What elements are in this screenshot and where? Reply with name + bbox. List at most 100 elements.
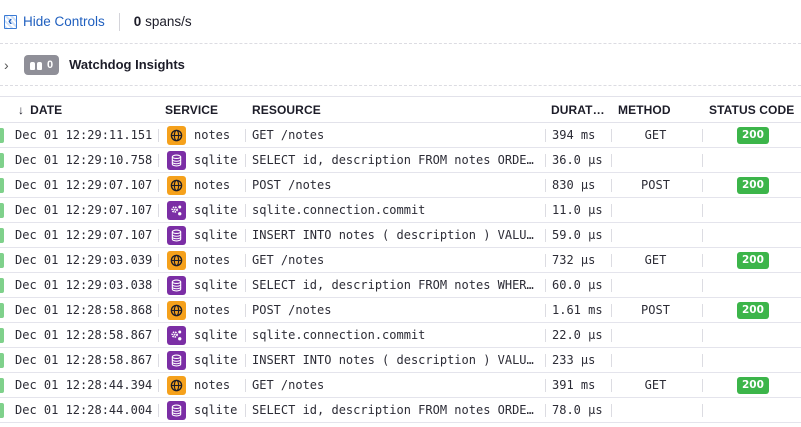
- cell-resource: SELECT id, description FROM notes ORDER…: [252, 403, 540, 417]
- cell-resource: POST /notes: [252, 303, 332, 317]
- column-header-duration[interactable]: DURAT…: [551, 102, 605, 117]
- column-divider: [611, 129, 612, 142]
- cell-service: notes: [194, 303, 231, 317]
- column-header-method[interactable]: METHOD: [618, 102, 671, 117]
- cell-service: notes: [194, 128, 231, 142]
- globe-icon: [167, 176, 186, 195]
- table-row[interactable]: Dec 01 12:28:44.004 sqlite SELECT id, desc…: [0, 398, 801, 423]
- column-divider: [611, 279, 612, 292]
- cell-resource: SELECT id, description FROM notes ORDER…: [252, 153, 540, 167]
- column-divider: [545, 304, 546, 317]
- cell-date: Dec 01 12:29:07.107: [15, 178, 153, 192]
- column-divider: [545, 229, 546, 242]
- column-header-date[interactable]: ↓DATE: [18, 102, 63, 117]
- cell-service: sqlite: [194, 228, 238, 242]
- column-header-status-code[interactable]: STATUS CODE: [709, 102, 795, 117]
- status-indicator: [0, 153, 4, 168]
- column-divider: [158, 154, 159, 167]
- controls-bar: Hide Controls 0 spans/s: [0, 0, 801, 44]
- column-divider: [702, 279, 703, 292]
- status-indicator: [0, 403, 4, 418]
- column-divider: [158, 379, 159, 392]
- column-divider: [545, 379, 546, 392]
- column-divider: [702, 329, 703, 342]
- gears-icon: [167, 201, 186, 220]
- column-divider: [158, 229, 159, 242]
- column-divider: [611, 304, 612, 317]
- status-indicator: [0, 278, 4, 293]
- cell-service: sqlite: [194, 353, 238, 367]
- column-divider: [245, 379, 246, 392]
- status-indicator: [0, 303, 4, 318]
- column-divider: [158, 304, 159, 317]
- globe-icon: [167, 301, 186, 320]
- column-divider: [158, 129, 159, 142]
- column-header-resource[interactable]: RESOURCE: [252, 102, 321, 117]
- column-divider: [611, 379, 612, 392]
- cell-service: sqlite: [194, 403, 238, 417]
- column-divider: [611, 204, 612, 217]
- spans-unit: spans/s: [141, 14, 192, 29]
- cell-date: Dec 01 12:28:44.004: [15, 403, 153, 417]
- column-divider: [545, 154, 546, 167]
- spans-count: 0: [133, 14, 142, 29]
- cell-date: Dec 01 12:28:58.867: [15, 353, 153, 367]
- cell-duration: 394 ms: [552, 128, 596, 142]
- cell-method: GET: [644, 128, 667, 142]
- column-divider: [702, 354, 703, 367]
- cell-date: Dec 01 12:28:44.394: [15, 378, 153, 392]
- cell-duration: 830 µs: [552, 178, 596, 192]
- column-divider: [158, 279, 159, 292]
- column-divider: [158, 254, 159, 267]
- hide-controls-button[interactable]: Hide Controls: [4, 13, 105, 29]
- column-divider: [611, 154, 612, 167]
- column-divider: [611, 229, 612, 242]
- column-divider: [245, 254, 246, 267]
- cell-duration: 78.0 µs: [552, 403, 603, 417]
- watchdog-insights-toggle[interactable]: › 0 Watchdog Insights: [0, 44, 801, 86]
- cell-duration: 59.0 µs: [552, 228, 603, 242]
- status-code-badge: 200: [737, 252, 769, 269]
- status-code-badge: 200: [737, 302, 769, 319]
- cell-method: [618, 223, 693, 247]
- status-indicator: [0, 203, 4, 218]
- column-divider: [702, 379, 703, 392]
- cell-service: sqlite: [194, 278, 238, 292]
- database-icon: [167, 151, 186, 170]
- column-divider: [702, 404, 703, 417]
- cell-date: Dec 01 12:29:07.107: [15, 203, 153, 217]
- column-divider: [245, 154, 246, 167]
- column-divider: [158, 404, 159, 417]
- database-icon: [167, 226, 186, 245]
- status-indicator: [0, 253, 4, 268]
- divider: [118, 12, 120, 31]
- status-indicator: [0, 228, 4, 243]
- cell-method: [618, 323, 693, 347]
- column-divider: [545, 129, 546, 142]
- cell-method: GET: [644, 253, 667, 267]
- cell-duration: 233 µs: [552, 353, 596, 367]
- column-header-service[interactable]: SERVICE: [165, 102, 219, 117]
- status-indicator: [0, 353, 4, 368]
- globe-icon: [167, 376, 186, 395]
- cell-duration: 11.0 µs: [552, 203, 603, 217]
- status-indicator: [0, 178, 4, 193]
- cell-method: [618, 348, 693, 372]
- database-icon: [167, 276, 186, 295]
- database-icon: [167, 351, 186, 370]
- column-divider: [702, 204, 703, 217]
- spans-rate: 0 spans/s: [134, 14, 192, 29]
- cell-date: Dec 01 12:28:58.867: [15, 328, 153, 342]
